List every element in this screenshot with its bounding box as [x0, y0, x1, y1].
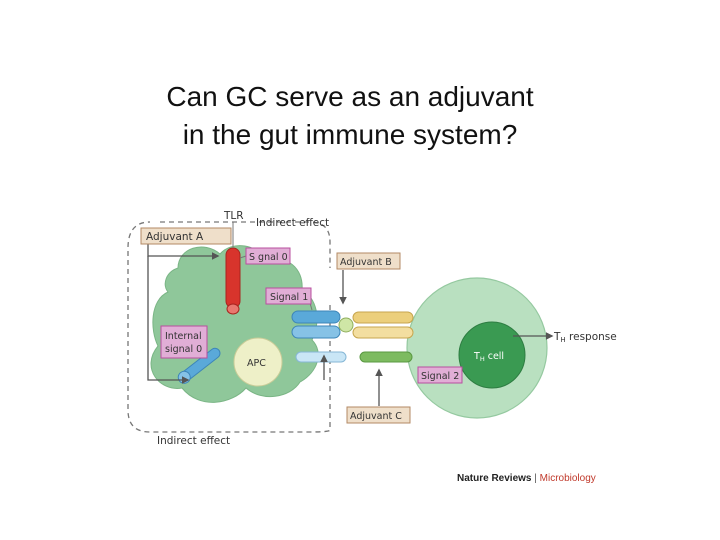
tcr-upper	[352, 311, 414, 324]
th-cell-label: TH cell	[473, 351, 504, 363]
indirect-effect-bottom-label: Indirect effect	[157, 435, 230, 447]
signal-2-label: Signal 2	[421, 371, 459, 382]
signal-0-box	[245, 247, 291, 265]
adjuvant-b-box	[336, 252, 401, 270]
internal-signal-box	[160, 325, 208, 359]
adjuvant-a-label: Adjuvant A	[146, 231, 204, 243]
th-response-label: TH response	[553, 331, 617, 344]
th-response-suffix: response	[566, 331, 617, 343]
th-cell-t: T	[473, 351, 480, 362]
signal-0-pointer	[239, 255, 247, 259]
figure-credit: Nature Reviews | Microbiology	[457, 473, 596, 484]
title-line-2: in the gut immune system?	[182, 119, 518, 150]
adjuvant-b-label: Adjuvant B	[340, 257, 392, 268]
th-cell-sub: H	[480, 355, 485, 363]
antigen-peptide	[338, 317, 354, 333]
adjuvant-a-box	[140, 227, 232, 245]
signal-0-label: S gnal 0	[249, 252, 288, 263]
credit-section: Microbiology	[540, 473, 596, 484]
indirect-effect-top-label: Indirect effect	[256, 217, 329, 229]
internal-signal-label-line2: signal 0	[165, 344, 202, 355]
t-cell-nucleus	[458, 321, 526, 389]
costim-ligand	[295, 351, 347, 363]
tlr-receptor	[225, 247, 241, 309]
credit-separator: |	[531, 473, 539, 484]
adjuvant-a-to-internal-arrow	[147, 256, 190, 384]
internal-signal-label-line1: Internal	[165, 331, 202, 342]
th-response-sub: H	[560, 336, 565, 344]
apc-nucleus	[233, 337, 283, 387]
signal-1-label: Signal 1	[270, 292, 308, 303]
th-cell-suffix: cell	[485, 351, 504, 362]
costim-receptor	[359, 351, 413, 363]
signal-2-box	[417, 366, 463, 384]
slide-title: Can GC serve as an adjuvant in the gut i…	[0, 78, 700, 154]
th-response-t: T	[553, 331, 561, 343]
adjuvant-c-label: Adjuvant C	[350, 411, 402, 422]
tlr-base	[226, 303, 240, 315]
tlr-label: TLR	[223, 210, 244, 222]
credit-journal: Nature Reviews	[457, 473, 532, 484]
title-line-1: Can GC serve as an adjuvant	[166, 81, 534, 112]
mhc-molecule-upper	[291, 310, 341, 324]
adjuvant-c-box	[346, 406, 411, 424]
apc-label: APC	[247, 358, 266, 369]
tcr-lower	[352, 326, 414, 339]
signal-1-box	[265, 287, 312, 305]
mhc-molecule-lower	[291, 325, 341, 339]
indirect-effect-boundary	[127, 221, 331, 433]
